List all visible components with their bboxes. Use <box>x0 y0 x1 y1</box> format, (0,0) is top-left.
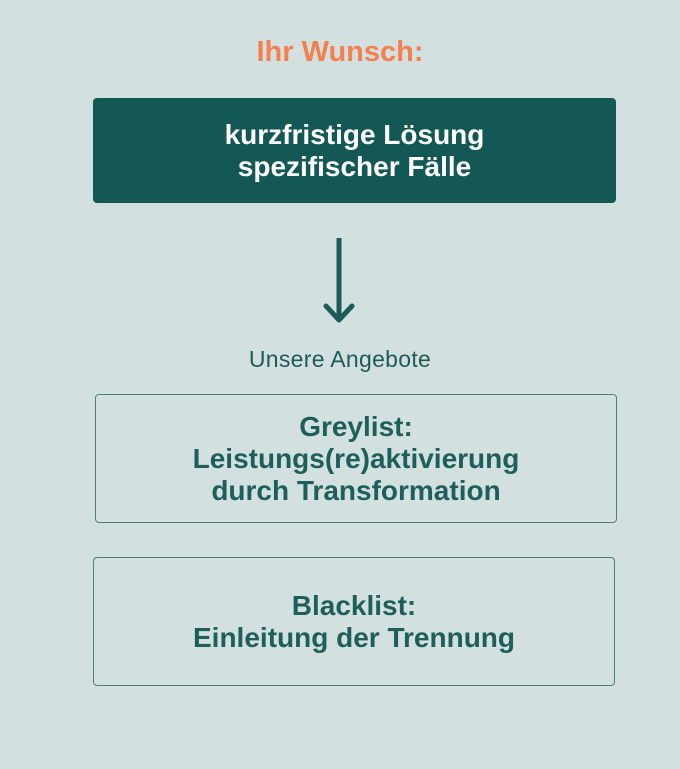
offer-line: Einleitung der Trennung <box>193 621 515 653</box>
offer-greylist: Greylist: Leistungs(re)aktivierung durch… <box>95 394 617 523</box>
offer-line: durch Transformation <box>211 474 501 506</box>
wish-box: kurzfristige Lösung spezifischer Fälle <box>93 98 616 203</box>
offers-label: Unsere Angebote <box>248 346 432 372</box>
wish-line: spezifischer Fälle <box>237 150 472 182</box>
offer-line: Blacklist: <box>291 589 417 621</box>
offer-line: Greylist: <box>299 410 413 442</box>
heading-wish: Ihr Wunsch: <box>256 36 424 68</box>
wish-line: kurzfristige Lösung <box>224 118 485 150</box>
offer-line: Leistungs(re)aktivierung <box>192 442 520 474</box>
offer-blacklist: Blacklist: Einleitung der Trennung <box>93 557 615 686</box>
arrow-down-icon <box>323 238 355 323</box>
